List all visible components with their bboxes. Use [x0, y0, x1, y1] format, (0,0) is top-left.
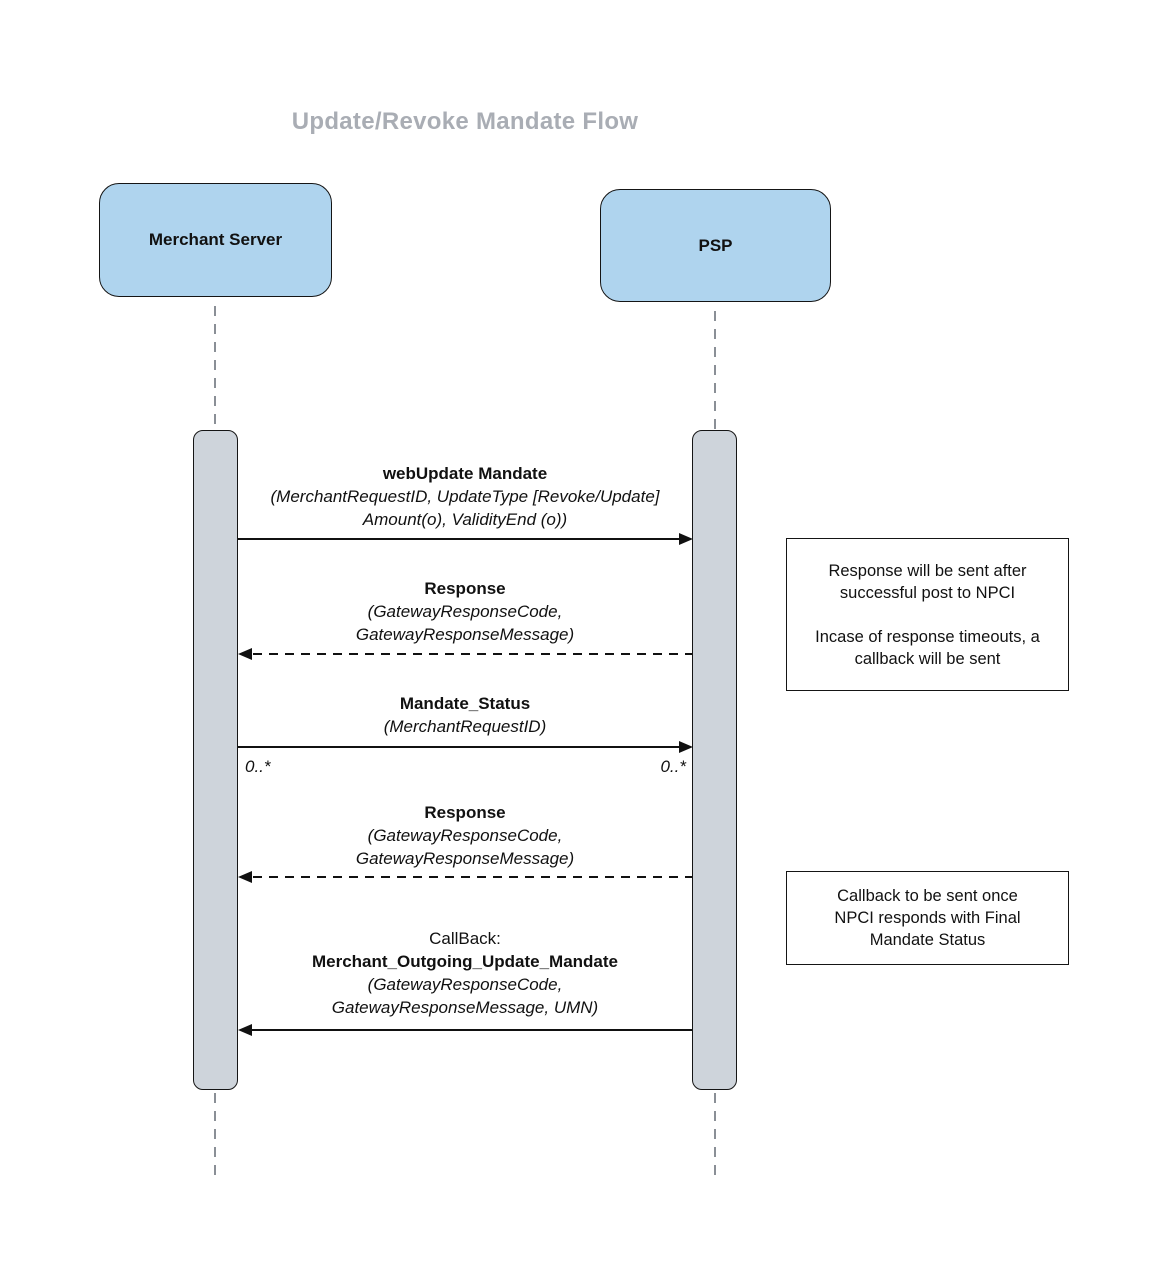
message-name: Merchant_Outgoing_Update_Mandate	[311, 952, 619, 971]
activation-bar-merchant	[193, 430, 238, 1090]
message-prefix: CallBack:	[429, 929, 501, 948]
actor-box-merchant-server: Merchant Server	[99, 183, 332, 297]
message-params: (GatewayResponseCode,	[367, 975, 563, 994]
message-name: webUpdate Mandate	[382, 464, 548, 483]
activation-bar-psp	[692, 430, 737, 1090]
message-params: Amount(o), ValidityEnd (o))	[362, 510, 568, 529]
message-params: (MerchantRequestID)	[383, 717, 547, 736]
message-params: GatewayResponseMessage, UMN)	[331, 998, 599, 1017]
message-name: Response	[424, 579, 506, 598]
multiplicity-label-right: 0..*	[660, 757, 686, 776]
lifeline-psp-lower	[714, 1093, 716, 1177]
actor-box-psp: PSP	[600, 189, 831, 302]
message-response-1: Response (GatewayResponseCode, GatewayRe…	[233, 577, 697, 646]
message-params: GatewayResponseMessage)	[355, 625, 575, 644]
message-params: (MerchantRequestID, UpdateType [Revoke/U…	[270, 487, 660, 506]
arrow-solid-left-callback	[252, 1029, 692, 1031]
note-text: Response will be sent after successful p…	[815, 561, 1040, 668]
arrow-solid-right-webupdate	[238, 538, 679, 540]
arrowhead-right-icon	[679, 533, 693, 545]
arrow-solid-right-mandate-status	[238, 746, 679, 748]
arrowhead-left-icon	[238, 1024, 252, 1036]
arrowhead-left-icon	[238, 871, 252, 883]
arrowhead-left-icon	[238, 648, 252, 660]
note-response-npci: Response will be sent after successful p…	[786, 538, 1069, 691]
message-mandate-status: Mandate_Status (MerchantRequestID)	[233, 692, 697, 738]
arrowhead-right-icon	[679, 741, 693, 753]
multiplicity-label-left: 0..*	[245, 757, 271, 776]
message-params: (GatewayResponseCode,	[367, 602, 563, 621]
lifeline-merchant-upper	[214, 306, 216, 430]
message-params: GatewayResponseMessage)	[355, 849, 575, 868]
actor-label-psp: PSP	[698, 235, 733, 255]
note-text: Callback to be sent once NPCI responds w…	[834, 887, 1021, 949]
message-params: (GatewayResponseCode,	[367, 826, 563, 845]
message-response-2: Response (GatewayResponseCode, GatewayRe…	[233, 801, 697, 870]
lifeline-merchant-lower	[214, 1093, 216, 1177]
message-callback-update-mandate: CallBack: Merchant_Outgoing_Update_Manda…	[233, 927, 697, 1019]
note-callback-final-status: Callback to be sent once NPCI responds w…	[786, 871, 1069, 965]
actor-label-merchant-server: Merchant Server	[148, 230, 283, 249]
message-webupdate-mandate: webUpdate Mandate (MerchantRequestID, Up…	[233, 462, 697, 531]
message-name: Response	[424, 803, 506, 822]
lifeline-psp-upper	[714, 311, 716, 430]
arrow-dashed-left-response-1	[253, 653, 692, 655]
message-name: Mandate_Status	[399, 694, 531, 713]
diagram-title: Update/Revoke Mandate Flow	[291, 108, 639, 135]
arrow-dashed-left-response-2	[253, 876, 692, 878]
